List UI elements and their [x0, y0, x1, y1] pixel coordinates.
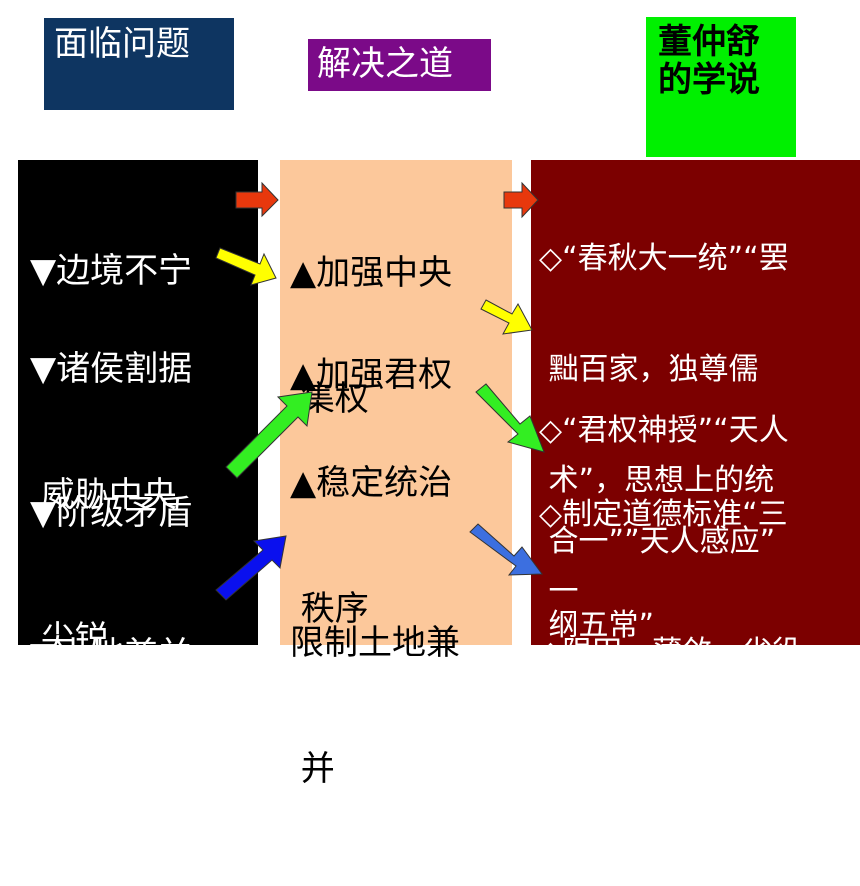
solution-item-line: 并	[290, 749, 335, 789]
theory-item-line: 合一””天人感应”	[539, 524, 776, 559]
arrow-yellow-problem-to-imperial-power	[215, 247, 277, 286]
arrow-red-problem-to-centralization	[235, 181, 279, 218]
theory-item-divine-right: ◇“君权神授”“天人 合一””天人感应”	[539, 338, 789, 634]
arrow-green-icon	[475, 383, 545, 453]
problem-item-vassals: ▼诸侯割据 威胁中央	[30, 264, 192, 600]
theory-item-unification: ◇“春秋大一统”“罢 黜百家，独尊儒 术”，思想上的统 一	[539, 166, 789, 684]
arrow-red-icon	[235, 181, 279, 218]
arrow-green-problem-to-stability	[225, 391, 313, 479]
problem-item-line: ▼边境不宁	[30, 251, 193, 291]
connector-arrows	[215, 181, 545, 601]
header-solutions-label: 解决之道	[317, 44, 453, 84]
solution-item-stability: ▲稳定统治 秩序	[290, 378, 452, 714]
theory-item-line: ◇“君权神授”“天人	[539, 413, 789, 448]
solution-item-line: 秩序	[290, 589, 369, 629]
problem-item-line: 威胁中央	[30, 475, 177, 515]
arrow-yellow-solution-to-unification	[480, 299, 533, 335]
header-problems-label: 面临问题	[54, 24, 190, 64]
solution-item-imperial-power: ▲加强君权	[290, 270, 452, 480]
arrow-yellow-icon	[215, 247, 277, 286]
theory-item-line: 纲五常”	[539, 608, 655, 643]
arrow-red-solution-to-unification	[503, 181, 539, 219]
header-theory-line2: 的学说	[658, 60, 760, 100]
arrow-blue-problem-to-limit-land	[215, 535, 287, 601]
header-problems: 面临问题	[44, 18, 234, 110]
problem-item-line: ▼阶级矛盾	[30, 493, 193, 533]
theory-item-line: ◇“春秋大一统”“罢	[539, 241, 789, 276]
solution-item-line: ▲加强中央	[290, 253, 453, 293]
header-solutions: 解决之道	[308, 39, 491, 91]
solution-item-line: 集权	[290, 379, 369, 419]
arrow-green-icon	[225, 391, 313, 479]
problem-item-border: ▼边境不宁	[30, 166, 192, 376]
arrow-red-icon	[503, 181, 539, 219]
solution-item-centralization: ▲加强中央 集权	[290, 168, 452, 504]
header-theory-line1: 董仲舒	[658, 22, 760, 62]
arrow-yellow-icon	[480, 299, 533, 335]
theory-item-line: ◇制定道德标准“三	[539, 497, 788, 532]
arrow-blue-icon	[469, 523, 543, 576]
arrow-blue-solution-to-land-policy	[469, 523, 543, 576]
problem-item-line: 严重	[30, 761, 109, 801]
problem-item-line: ▼诸侯割据	[30, 349, 193, 389]
solutions-column: ▲加强中央 集权 ▲加强君权 ▲稳定统治 秩序 限制土地兼 并	[280, 160, 512, 789]
theory-item-line: 黜百家，独尊儒	[539, 352, 759, 387]
arrow-blue-icon	[215, 535, 287, 601]
solution-item-line: ▲加强君权	[290, 355, 453, 395]
theory-item-line: 术”，思想上的统	[539, 463, 775, 498]
arrow-green-solution-to-moral	[475, 383, 545, 453]
header-dong-zhongshu-theory: 董仲舒 的学说	[646, 17, 796, 157]
theory-item-moral-standards: ◇制定道德标准“三 纲五常”	[539, 422, 788, 718]
solution-item-line: ▲稳定统治	[290, 463, 453, 503]
theory-item-line: 一	[539, 574, 579, 609]
theory-column: ◇“春秋大一统”“罢 黜百家，独尊儒 术”，思想上的统 一 ◇“君权神授”“天人…	[531, 160, 860, 670]
